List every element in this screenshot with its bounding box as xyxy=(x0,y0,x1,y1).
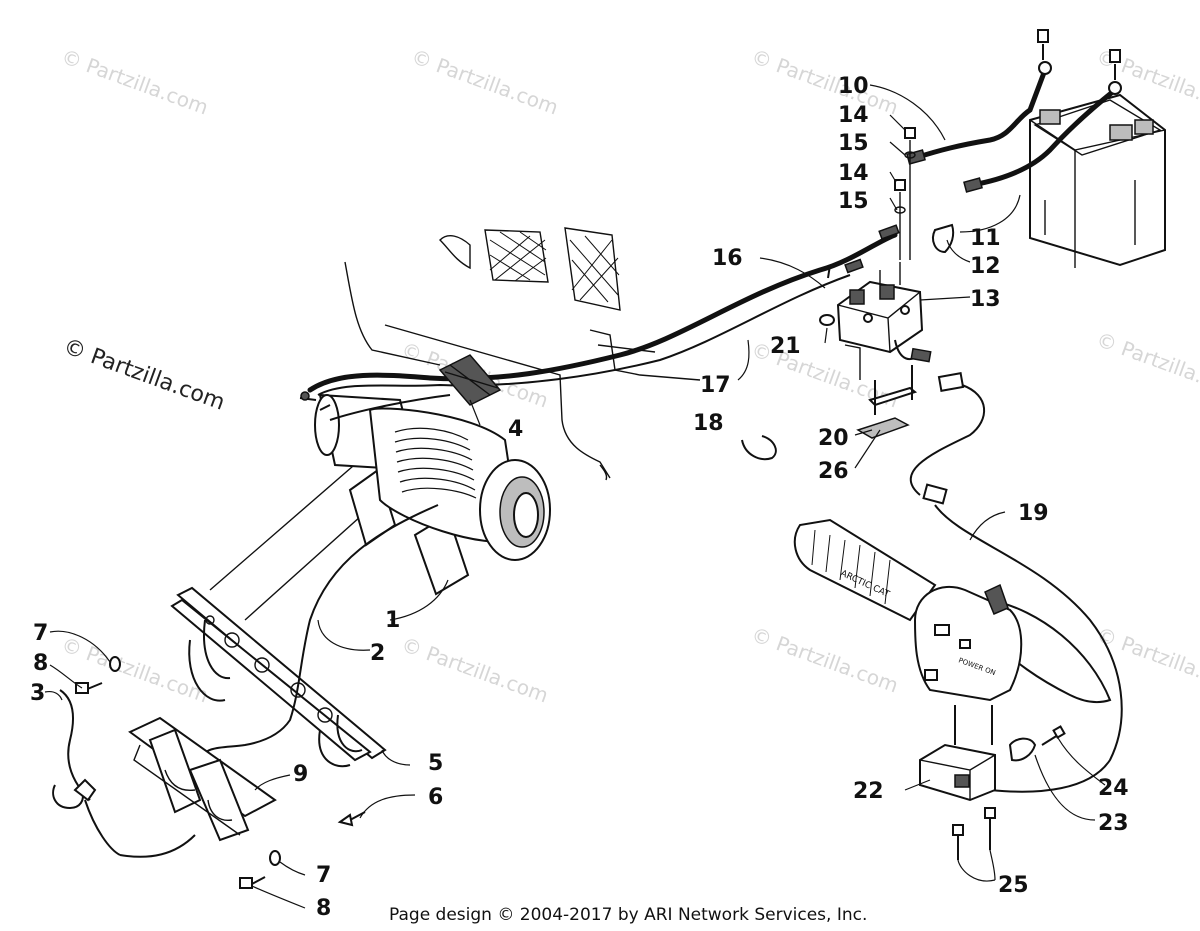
callout-14b: 14 xyxy=(838,161,869,186)
callout-25: 25 xyxy=(998,873,1029,898)
cable-clip xyxy=(1008,737,1037,762)
callout-7b: 7 xyxy=(316,863,331,888)
callout-12: 12 xyxy=(970,254,1001,279)
callout-3: 3 xyxy=(30,681,45,706)
terminal-boot xyxy=(932,223,955,254)
watermark: © Partzilla.com xyxy=(1093,622,1200,697)
grille-mesh xyxy=(489,231,620,303)
bolt xyxy=(337,811,366,827)
winch-mount-plate xyxy=(170,459,391,768)
watermark: © Partzilla.com xyxy=(58,632,211,707)
callout-15b: 15 xyxy=(838,189,869,214)
winch-hook-cable xyxy=(52,689,196,858)
callout-16: 16 xyxy=(712,246,743,271)
winch-cable xyxy=(199,504,439,761)
callout-7a: 7 xyxy=(33,621,48,646)
terminal-hardware xyxy=(894,127,916,260)
watermark: © Partzilla.com xyxy=(1093,327,1200,402)
callout-2: 2 xyxy=(370,641,385,666)
callout-19: 19 xyxy=(1018,501,1049,526)
nut xyxy=(819,314,835,326)
callout-15a: 15 xyxy=(838,131,869,156)
winch-battery-cables xyxy=(307,224,900,421)
page-credit: Page design © 2004-2017 by ARI Network S… xyxy=(389,905,867,925)
callout-21: 21 xyxy=(770,334,801,359)
callout-14a: 14 xyxy=(838,103,869,128)
callout-9: 9 xyxy=(293,762,308,787)
solenoid-mount xyxy=(856,365,918,439)
screw xyxy=(1041,725,1066,746)
watermark: © Partzilla.com xyxy=(748,622,901,697)
watermark: © Partzilla.com xyxy=(398,632,551,707)
leader-lines xyxy=(44,84,1106,909)
callout-5: 5 xyxy=(428,751,443,776)
battery-cables xyxy=(906,29,1122,193)
mount-screws xyxy=(952,807,996,860)
callout-20: 20 xyxy=(818,426,849,451)
wiring-bracket xyxy=(438,354,502,406)
watermark-primary: © Partzilla.com xyxy=(60,334,228,416)
callout-8a: 8 xyxy=(33,651,48,676)
watermark: © Partzilla.com xyxy=(58,44,211,119)
switch-mount xyxy=(919,705,996,802)
switch-housing: POWER ON xyxy=(913,583,1023,702)
fairlead xyxy=(128,716,277,842)
callout-24: 24 xyxy=(1098,776,1129,801)
winch-solenoid xyxy=(836,262,932,380)
callout-6: 6 xyxy=(428,785,443,810)
callout-23: 23 xyxy=(1098,811,1129,836)
callout-22: 22 xyxy=(853,779,884,804)
cable-clamp xyxy=(741,435,777,460)
callout-1: 1 xyxy=(385,608,400,633)
callout-17: 17 xyxy=(700,373,731,398)
battery xyxy=(1029,93,1166,268)
callout-13: 13 xyxy=(970,287,1001,312)
watermark: © Partzilla.com xyxy=(748,44,901,119)
vehicle-front-outline xyxy=(344,227,701,481)
watermark: © Partzilla.com xyxy=(408,44,561,119)
callouts: 1 2 3 4 5 6 7 8 9 7 8 10 14 15 14 15 11 … xyxy=(30,74,1129,921)
callout-10: 10 xyxy=(838,74,869,99)
handlebar-grip: ARCTIC CAT xyxy=(793,518,1112,704)
callout-26: 26 xyxy=(818,459,849,484)
callout-11: 11 xyxy=(970,226,1001,251)
winch xyxy=(299,391,551,596)
control-harness xyxy=(909,372,1123,793)
callout-18: 18 xyxy=(693,411,724,436)
watermarks: © Partzilla.com © Partzilla.com © Partzi… xyxy=(58,44,1200,707)
winch-drum-cable xyxy=(394,427,477,499)
washer-bolt-set-bottom xyxy=(239,850,281,889)
callout-4: 4 xyxy=(508,417,523,442)
callout-8b: 8 xyxy=(316,896,331,921)
